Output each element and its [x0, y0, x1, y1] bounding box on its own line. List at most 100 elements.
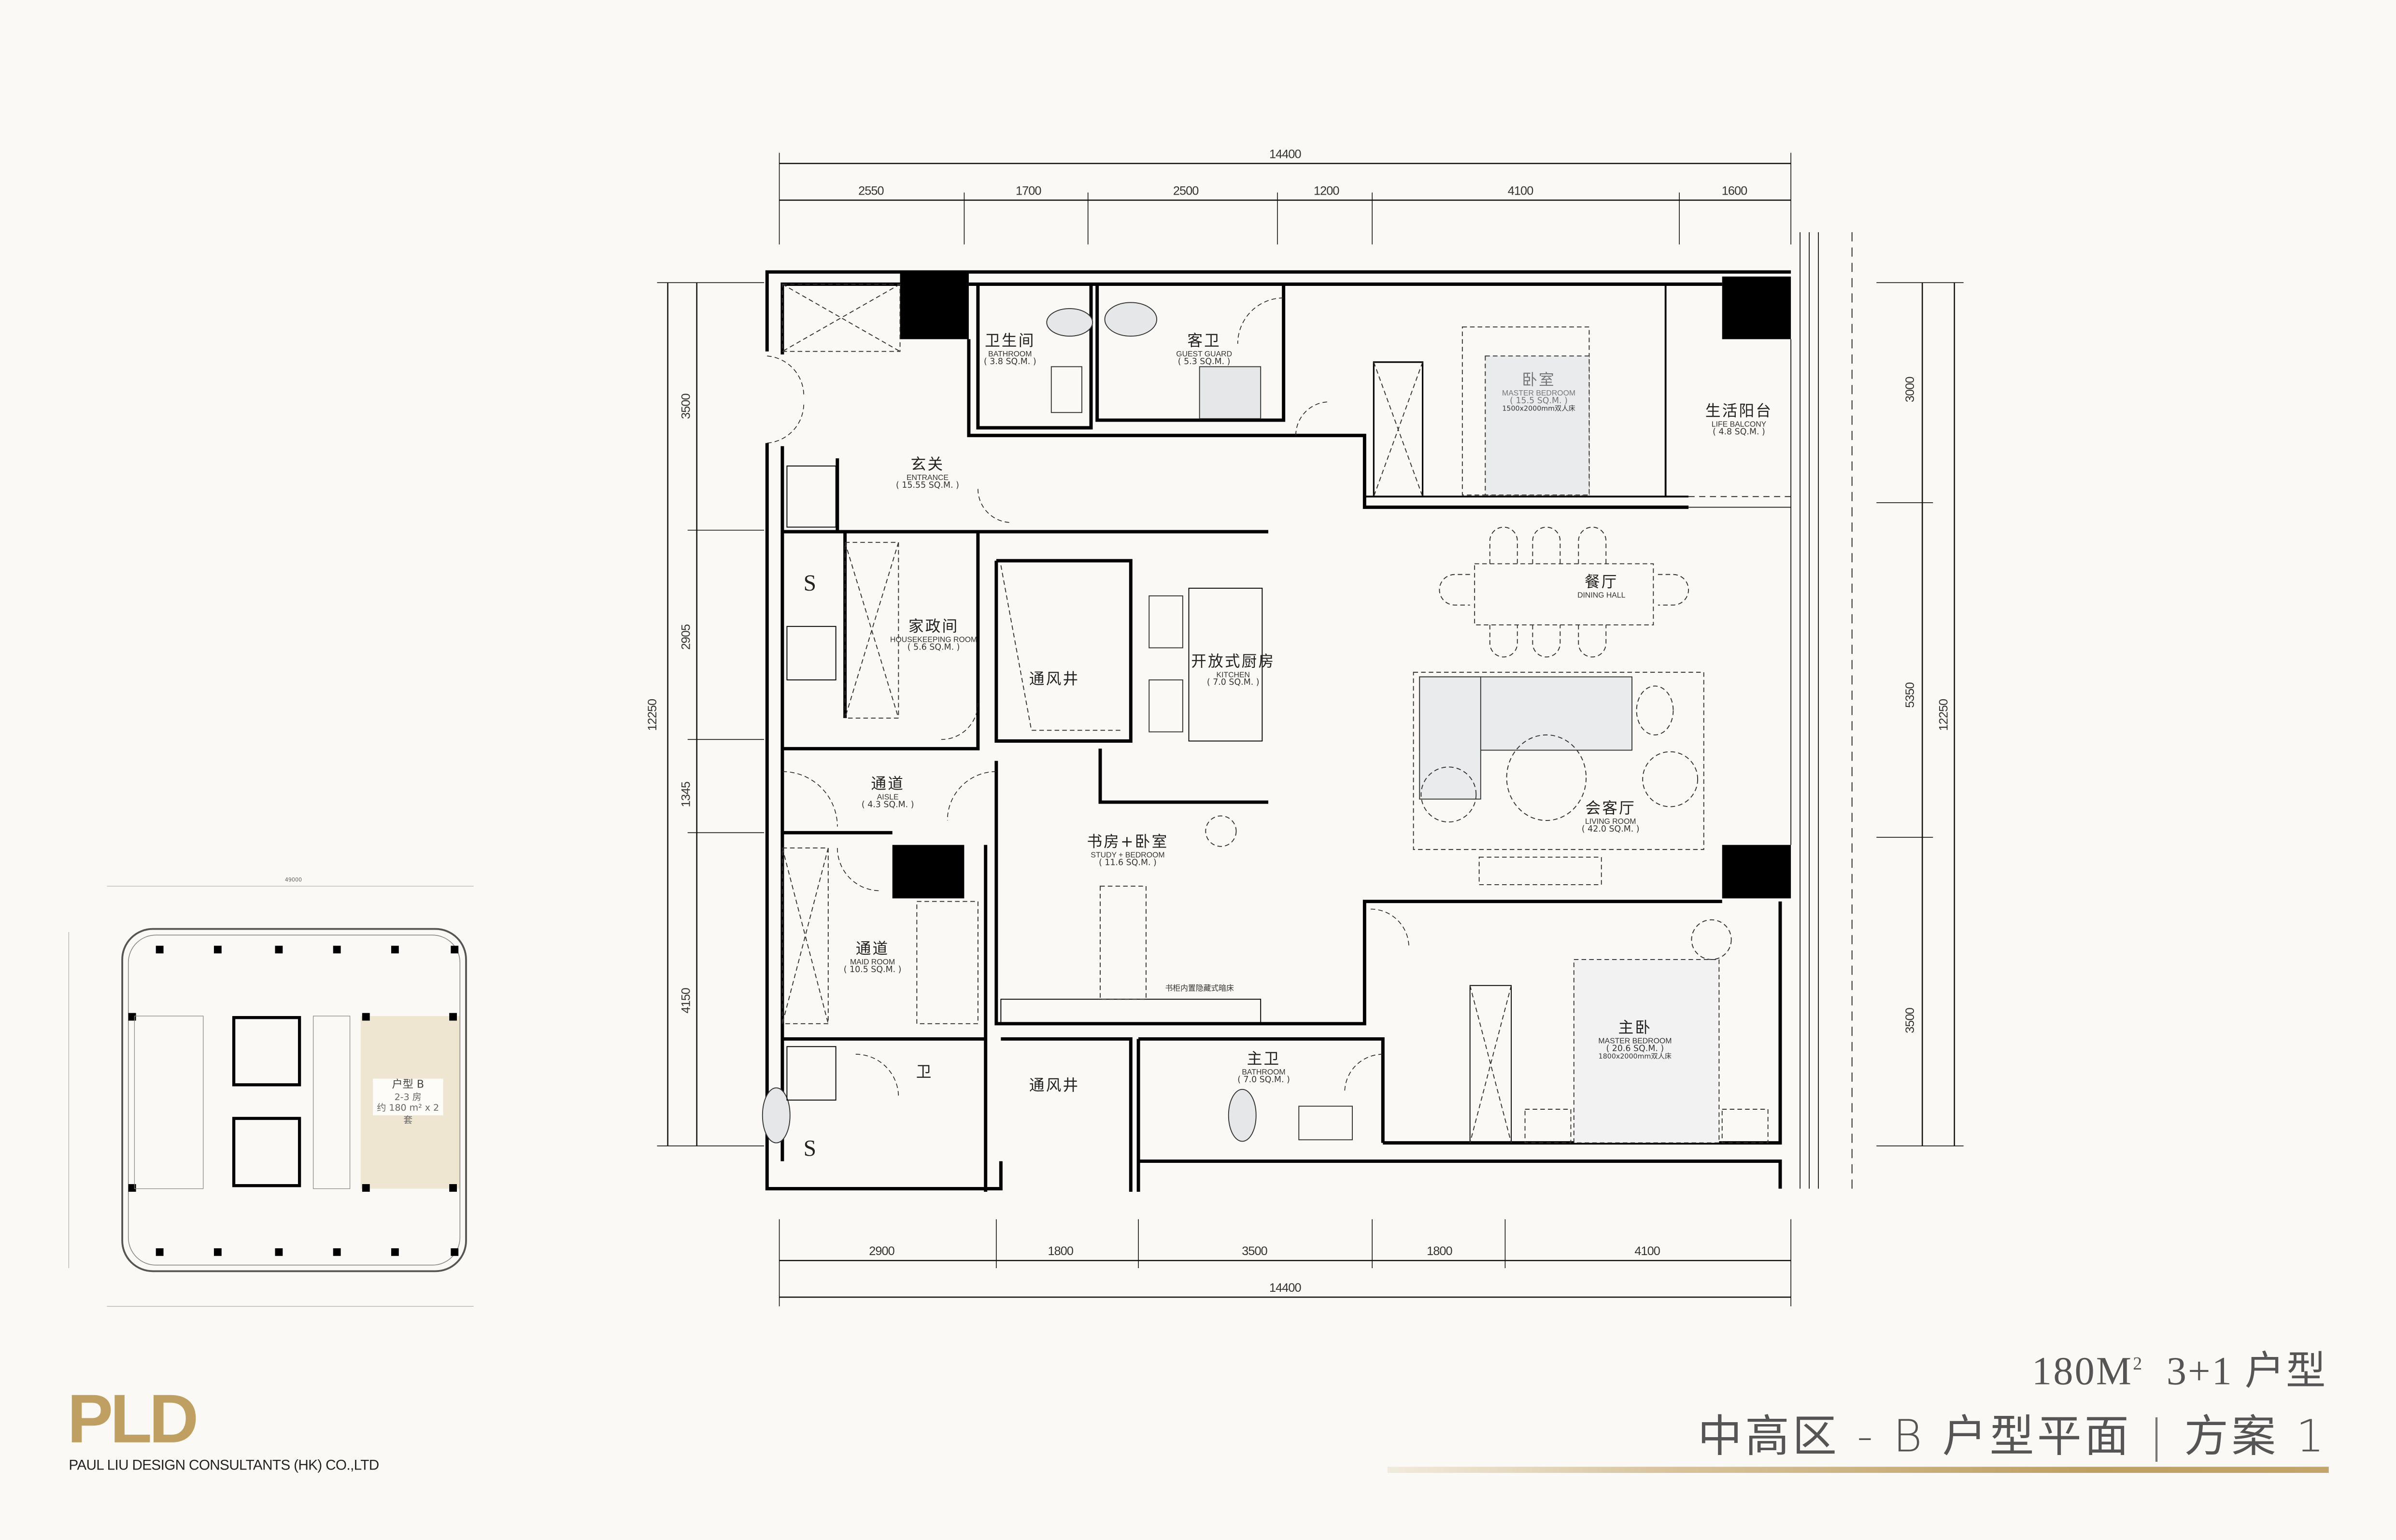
room-name-en: LIFE BALCONY: [1711, 420, 1767, 429]
title-divider: |: [2149, 1410, 2167, 1462]
dim-right: 3500: [1903, 1008, 1917, 1033]
room-name-en: ENTRANCE: [906, 473, 949, 482]
room-name-cn: 通风井: [1029, 672, 1080, 689]
dim-right: 5350: [1903, 682, 1917, 708]
area-text: 180M: [2032, 1349, 2133, 1394]
room-area: ( 3.8 SQ.M. ): [983, 357, 1036, 367]
room-name-cn: 书房+卧室: [1087, 834, 1169, 852]
room-area: ( 7.0 SQ.M. ): [1237, 1075, 1290, 1085]
room-name-en: DINING HALL: [1577, 591, 1626, 600]
dim-left: 3500: [679, 394, 693, 419]
furniture: [781, 283, 1769, 1144]
room-area: ( 11.6 SQ.M. ): [1099, 859, 1157, 868]
room-name-en: AISLE: [877, 792, 899, 802]
keyplan-dim-top: 49000: [284, 877, 302, 883]
room-name-cn: 会客厅: [1585, 801, 1636, 818]
dim-top-total: 14400: [1269, 147, 1302, 161]
room-area: ( 5.3 SQ.M. ): [1177, 357, 1231, 367]
room-name-cn: 客卫: [1187, 333, 1221, 351]
dim-top: 2500: [1173, 184, 1199, 198]
room-name-cn: 玄关: [910, 457, 945, 474]
shaft-mark: S: [803, 572, 817, 597]
keyplan-area: 约 180 m² x 2 套: [377, 1103, 440, 1126]
hidden-bed-note: 书柜内置隐藏式暗床: [1165, 984, 1234, 994]
dim-top: 1700: [1016, 184, 1041, 198]
room-name-en: BATHROOM: [1242, 1067, 1286, 1077]
gold-divider-line: [1387, 1467, 2329, 1473]
room-name-cn: 卫: [916, 1064, 933, 1082]
room-name-cn: 开放式厨房: [1191, 654, 1276, 671]
dim-top: 4100: [1507, 184, 1533, 198]
dim-bottom: 3500: [1242, 1244, 1267, 1258]
room-label-wc: 卫: [916, 1064, 933, 1082]
room-label-vent-shaft-2: 通风井: [1029, 1078, 1080, 1096]
room-name-en: GUEST GUARD: [1176, 349, 1233, 359]
facade-glazing: [1688, 232, 1853, 1189]
keyplan-rooms: 2-3 房: [394, 1092, 422, 1103]
dim-left-total: 12250: [645, 699, 660, 731]
room-area: ( 42.0 SQ.M. ): [1581, 825, 1640, 834]
sanitary-fixtures: [762, 302, 1353, 1144]
bed-note: 1800x2000mm双人床: [1598, 1053, 1672, 1061]
room-area: ( 15.55 SQ.M. ): [896, 481, 959, 491]
room-area: ( 5.6 SQ.M. ): [907, 643, 960, 652]
room-name-cn: 生活阳台: [1705, 404, 1773, 421]
door-swings: [767, 297, 1409, 1097]
shaft-mark: S: [803, 1137, 817, 1162]
room-name-cn: 通道: [855, 941, 890, 959]
dim-right: 3000: [1903, 377, 1917, 403]
pld-logo: PLD: [67, 1380, 198, 1458]
keyplan-unit-label: 户型 B: [392, 1078, 425, 1091]
room-area: ( 10.5 SQ.M. ): [843, 965, 902, 975]
room-name-en: STUDY + BEDROOM: [1091, 850, 1165, 860]
room-name-en: HOUSEKEEPING ROOM: [890, 635, 978, 645]
dim-top: 1200: [1313, 184, 1339, 198]
plan-title: 中高区 - B 户型平面 | 方案 1: [1698, 1401, 2327, 1465]
dim-right-total: 12250: [1937, 699, 1951, 731]
dim-bottom: 4100: [1634, 1244, 1660, 1258]
dimension-lines: [657, 153, 1964, 1307]
room-name-en: MAID ROOM: [850, 957, 895, 967]
dim-bottom-total: 14400: [1269, 1281, 1302, 1295]
room-name-cn: 餐厅: [1584, 575, 1618, 592]
room-name-en: LIVING ROOM: [1585, 817, 1636, 826]
dim-left: 4150: [679, 988, 693, 1014]
room-name-cn: 主卧: [1618, 1020, 1652, 1037]
keyplan-unit-tag: 户型 B 2-3 房 约 180 m² x 2 套: [372, 1078, 443, 1126]
dim-left: 2905: [679, 624, 693, 650]
room-name-en: KITCHEN: [1216, 670, 1250, 680]
scheme-text: 方案 1: [2184, 1410, 2327, 1462]
room-area: ( 7.0 SQ.M. ): [1206, 678, 1260, 688]
dim-top: 1600: [1721, 184, 1747, 198]
room-name-cn: 主卫: [1247, 1051, 1281, 1069]
room-label-vent-shaft: 通风井: [1029, 673, 1079, 689]
walls: [765, 270, 1791, 1192]
room-name-en: BATHROOM: [988, 349, 1032, 359]
room-area: ( 4.3 SQ.M. ): [861, 800, 914, 810]
structural-columns: [892, 272, 1791, 899]
area-superscript: 2: [2133, 1353, 2144, 1374]
room-name-cn: 家政间: [908, 619, 959, 636]
plan-title-text: 中高区 - B 户型平面: [1698, 1410, 2132, 1462]
dim-bottom: 2900: [869, 1244, 894, 1258]
dim-bottom: 1800: [1048, 1244, 1074, 1258]
note-text: 书柜内置隐藏式暗床: [1165, 984, 1234, 994]
room-name-cn: 通风井: [1029, 1078, 1080, 1095]
room-name-cn: 通道: [871, 777, 905, 793]
room-area: ( 4.8 SQ.M. ): [1713, 427, 1765, 437]
room-area: ( 15.5 SQ.M. ): [1510, 396, 1568, 406]
dim-left: 1345: [679, 781, 693, 807]
